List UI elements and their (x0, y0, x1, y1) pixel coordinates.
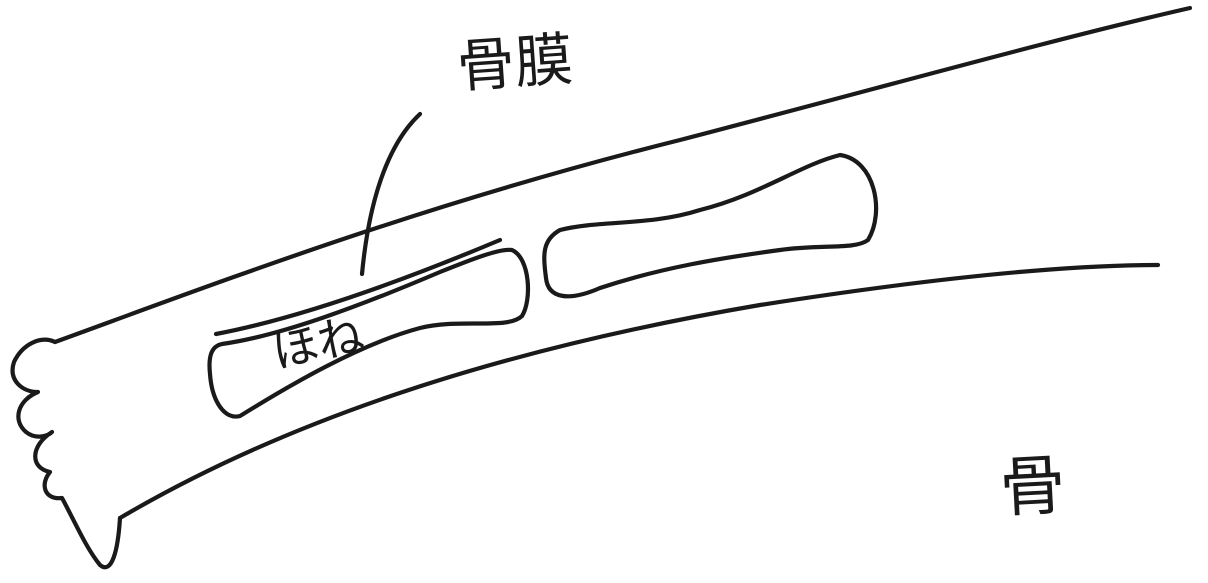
limb-lower-outline (117, 262, 1161, 521)
hand-fingers-outline (10, 337, 123, 570)
periosteum-layer-line (213, 237, 503, 337)
periosteum-label: 骨膜 (454, 24, 576, 101)
proximal-bone-outline (207, 247, 530, 419)
bone-label: 骨 (997, 446, 1068, 527)
distal-phalanx-outline (542, 152, 879, 299)
limb-upper-outline (52, 5, 1193, 345)
periosteum-leader-line (359, 111, 423, 277)
